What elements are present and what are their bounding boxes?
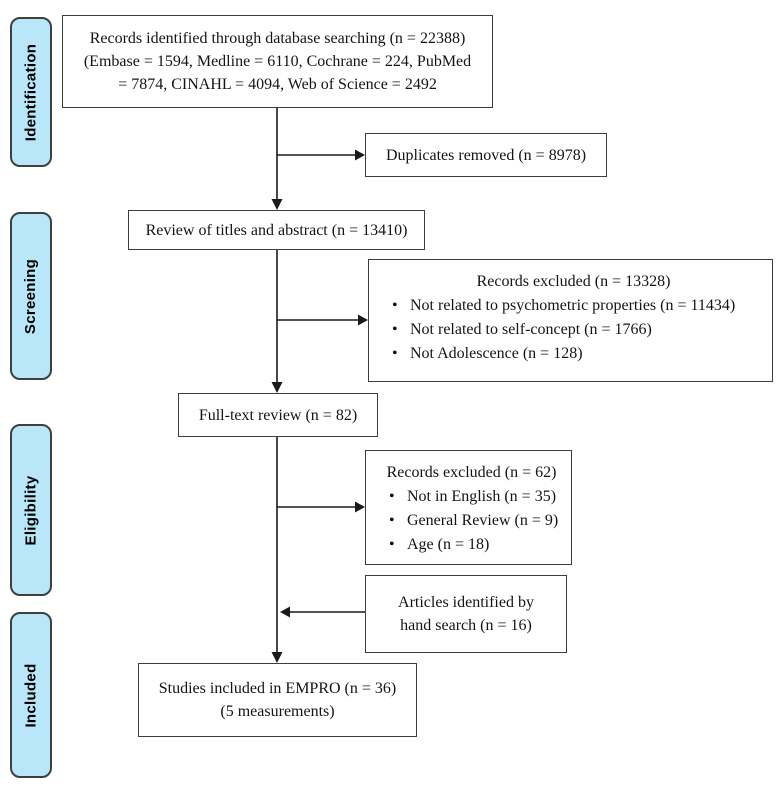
box-screening-excluded: Records excluded (n = 13328) Not related… <box>368 259 773 382</box>
title-abstract-review-text: Review of titles and abstract (n = 13410… <box>145 221 408 239</box>
screening-excluded-item-1: Not related to psychometric properties (… <box>383 294 764 318</box>
box-full-text-review: Full-text review (n = 82) <box>178 393 378 437</box>
stage-included-label: Included <box>22 662 40 728</box>
arrowhead-down-review <box>271 199 283 210</box>
records-identified-line-2: (Embase = 1594, Medline = 6110, Cochrane… <box>83 53 472 70</box>
box-records-identified: Records identified through database sear… <box>62 15 493 108</box>
studies-included-line-1: Studies included in EMPRO (n = 36) <box>158 680 397 697</box>
full-text-review-text: Full-text review (n = 82) <box>198 406 358 424</box>
arrowhead-left-handsearch <box>280 606 290 618</box>
stage-eligibility-label: Eligibility <box>22 475 40 545</box>
screening-excluded-item-3: Not Adolescence (n = 128) <box>383 342 764 366</box>
stage-identification-label: Identification <box>22 43 40 141</box>
arrowhead-down-fulltext <box>271 382 283 393</box>
hand-search-line-2: hand search (n = 16) <box>400 617 532 634</box>
hand-search-line-1: Articles identified by <box>398 594 534 611</box>
stage-screening: Screening <box>10 212 52 380</box>
screening-excluded-item-2: Not related to self-concept (n = 1766) <box>383 318 764 342</box>
stage-included: Included <box>10 612 52 778</box>
eligibility-excluded-title: Records excluded (n = 62) <box>386 464 557 481</box>
arrowhead-right-duplicates <box>355 149 365 161</box>
eligibility-excluded-item-3: Age (n = 18) <box>380 533 563 557</box>
arrowhead-down-included <box>271 652 283 663</box>
arrowhead-right-eligibility-excluded <box>355 501 365 513</box>
stage-eligibility: Eligibility <box>10 424 52 596</box>
box-title-abstract-review: Review of titles and abstract (n = 13410… <box>128 210 425 250</box>
box-duplicates-removed: Duplicates removed (n = 8978) <box>365 133 607 177</box>
eligibility-excluded-item-1: Not in English (n = 35) <box>380 485 563 509</box>
box-hand-search: Articles identified by hand search (n = … <box>365 575 567 653</box>
records-identified-line-1: Records identified through database sear… <box>89 30 466 47</box>
box-eligibility-excluded: Records excluded (n = 62) Not in English… <box>365 450 572 565</box>
stage-screening-label: Screening <box>22 258 40 334</box>
stage-identification: Identification <box>10 17 52 167</box>
duplicates-removed-text: Duplicates removed (n = 8978) <box>385 146 587 164</box>
box-studies-included: Studies included in EMPRO (n = 36) (5 me… <box>138 663 417 737</box>
eligibility-excluded-item-2: General Review (n = 9) <box>380 509 563 533</box>
arrowhead-right-screening-excluded <box>358 314 368 326</box>
screening-excluded-title: Records excluded (n = 13328) <box>476 273 671 290</box>
studies-included-line-2: (5 measurements) <box>220 703 335 720</box>
records-identified-line-3: = 7874, CINAHL = 4094, Web of Science = … <box>118 76 437 93</box>
